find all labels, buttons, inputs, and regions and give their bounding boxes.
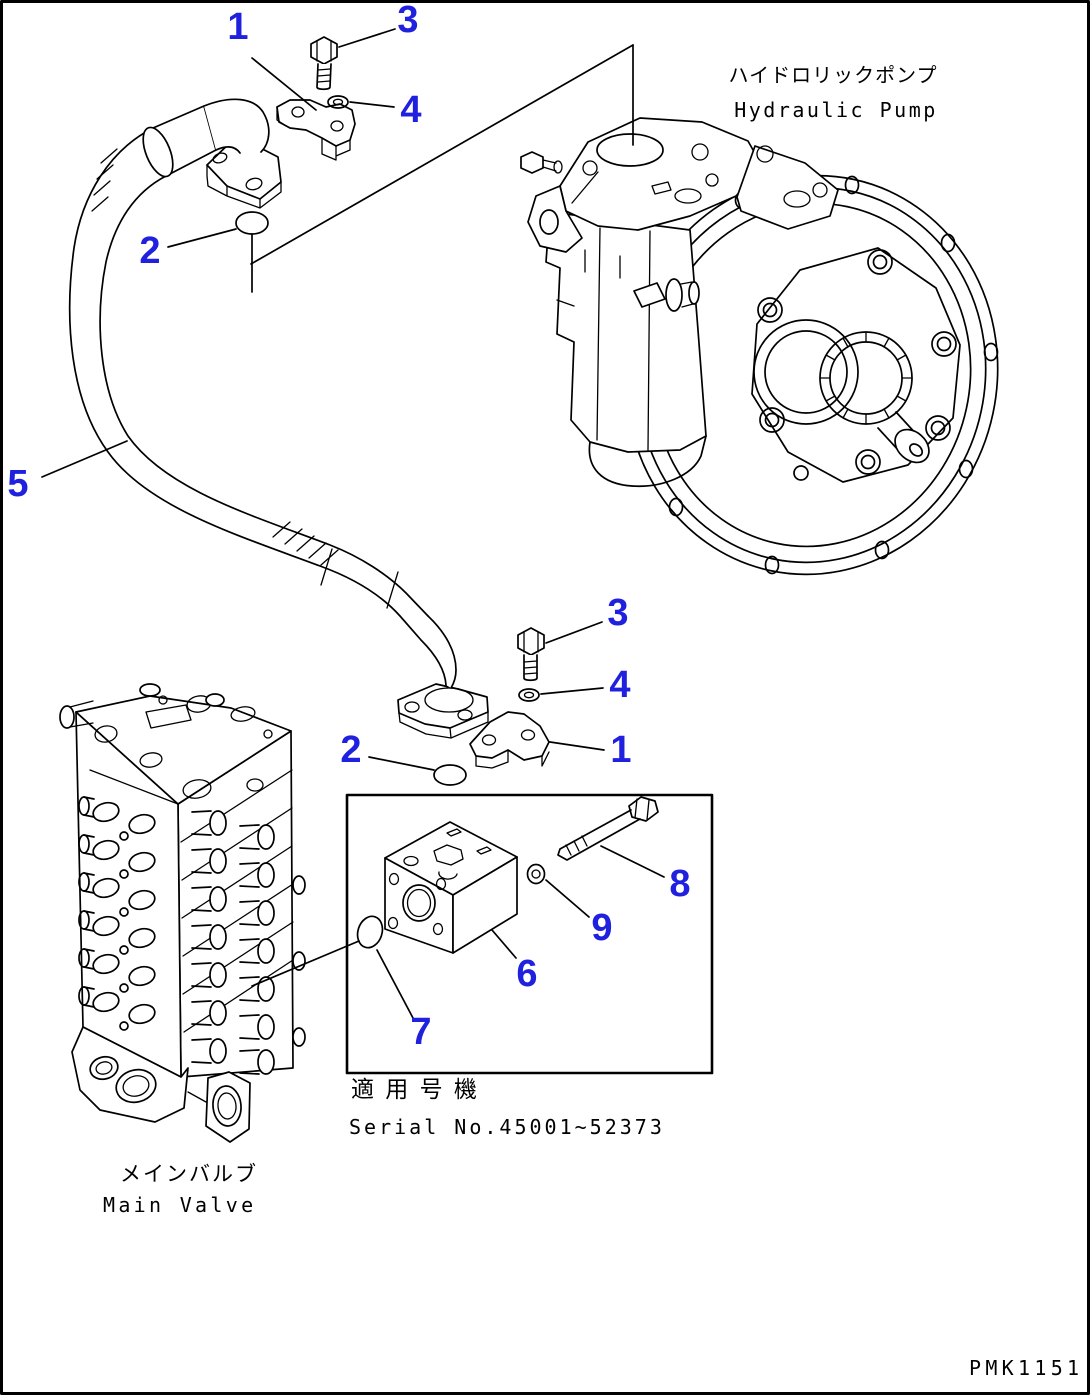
leader-washer-upper (349, 101, 395, 108)
callout-8-block-bolt: 8 (669, 863, 691, 905)
hose-drawing (68, 105, 429, 641)
upper-elbow-flange-drawing (203, 98, 282, 209)
pump-label-ja: ハイドロリックポンプ (728, 63, 938, 87)
pump-label-en: Hydraulic Pump (734, 98, 938, 122)
upper-bolt-drawing (310, 36, 338, 91)
block-washer-drawing (526, 863, 546, 885)
serial-range-label: Serial No.45001~52373 (349, 1115, 665, 1139)
leader-oring-upper (167, 228, 237, 248)
serial-applicability-box (345, 793, 714, 1075)
callout-2-lower-oring: 2 (340, 729, 362, 771)
callout-4-lower-washer: 4 (609, 664, 631, 706)
leader-lines (41, 28, 665, 1019)
callout-2-upper-oring: 2 (139, 230, 161, 272)
main-valve-drawing (59, 683, 306, 1143)
hydraulic-pump-drawing (520, 117, 999, 576)
leader-clamp-lower (549, 741, 605, 751)
upper-washer-drawing (327, 95, 349, 109)
lower-clamp-plate-drawing (469, 711, 550, 769)
leader-bolt-upper (338, 28, 396, 48)
case-drain-hole (793, 465, 809, 481)
callout-3-upper-bolt: 3 (397, 0, 419, 41)
connector-block-drawing (384, 821, 518, 954)
callout-9-block-washer: 9 (591, 907, 613, 949)
lower-bolt-drawing (517, 627, 545, 682)
lower-washer-drawing (518, 688, 540, 702)
pointer-pump-to-hose (250, 44, 634, 265)
callout-3-lower-bolt: 3 (607, 592, 629, 634)
callout-4-upper-washer: 4 (400, 89, 422, 131)
pump-inlet-port (596, 133, 664, 167)
valve-top-face (75, 695, 292, 805)
valve-label-ja: メインバルブ (120, 1162, 258, 1186)
valve-label-en: Main Valve (103, 1193, 257, 1217)
valve-spool-caps (191, 810, 306, 1075)
callout-1-lower-clamp: 1 (610, 729, 632, 771)
lower-oring-drawing (433, 764, 467, 786)
leader-plug (376, 949, 414, 1019)
leader-block-bolt (600, 845, 665, 878)
block-bolt-drawing (557, 796, 659, 861)
leader-hose (41, 440, 128, 478)
callout-5-hose: 5 (7, 463, 29, 505)
plug-drawing (356, 915, 384, 949)
spline-teeth (819, 331, 913, 425)
leader-bolt-lower (545, 621, 603, 644)
callout-7-plug: 7 (410, 1011, 432, 1053)
upper-oring-drawing (235, 211, 269, 235)
upper-clamp-plate-drawing (276, 99, 356, 161)
valve-foot (205, 1071, 251, 1143)
leader-washer-lower (540, 687, 604, 695)
leader-oring-lower (368, 756, 435, 771)
lower-elbow-flange-drawing (397, 615, 489, 739)
drawing-code: PMK1151 (969, 1356, 1084, 1380)
leader-block-washer (545, 879, 590, 918)
callout-1-upper-clamp: 1 (227, 6, 249, 48)
pointer-plug-to-valve (251, 940, 360, 987)
leader-connector-block (491, 929, 517, 959)
applicability-label-ja: 適 用 号 機 (351, 1077, 479, 1103)
callout-6-block: 6 (516, 953, 538, 995)
leader-clamp-upper (251, 57, 317, 111)
